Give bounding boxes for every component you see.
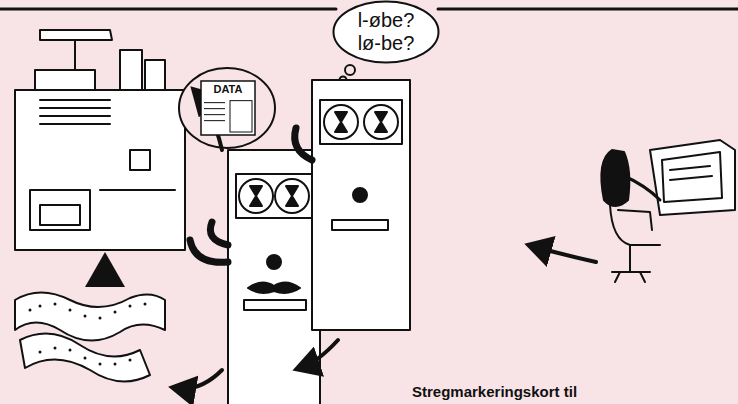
caption-label: Stregmarkeringskort til <box>412 383 577 400</box>
newspaper: DATA <box>200 80 256 136</box>
thought-bubble: l-øbe? lø-be? <box>332 0 440 64</box>
node-text: l-øbe? lø-be? <box>347 9 425 55</box>
node-text: DATA <box>203 83 253 96</box>
